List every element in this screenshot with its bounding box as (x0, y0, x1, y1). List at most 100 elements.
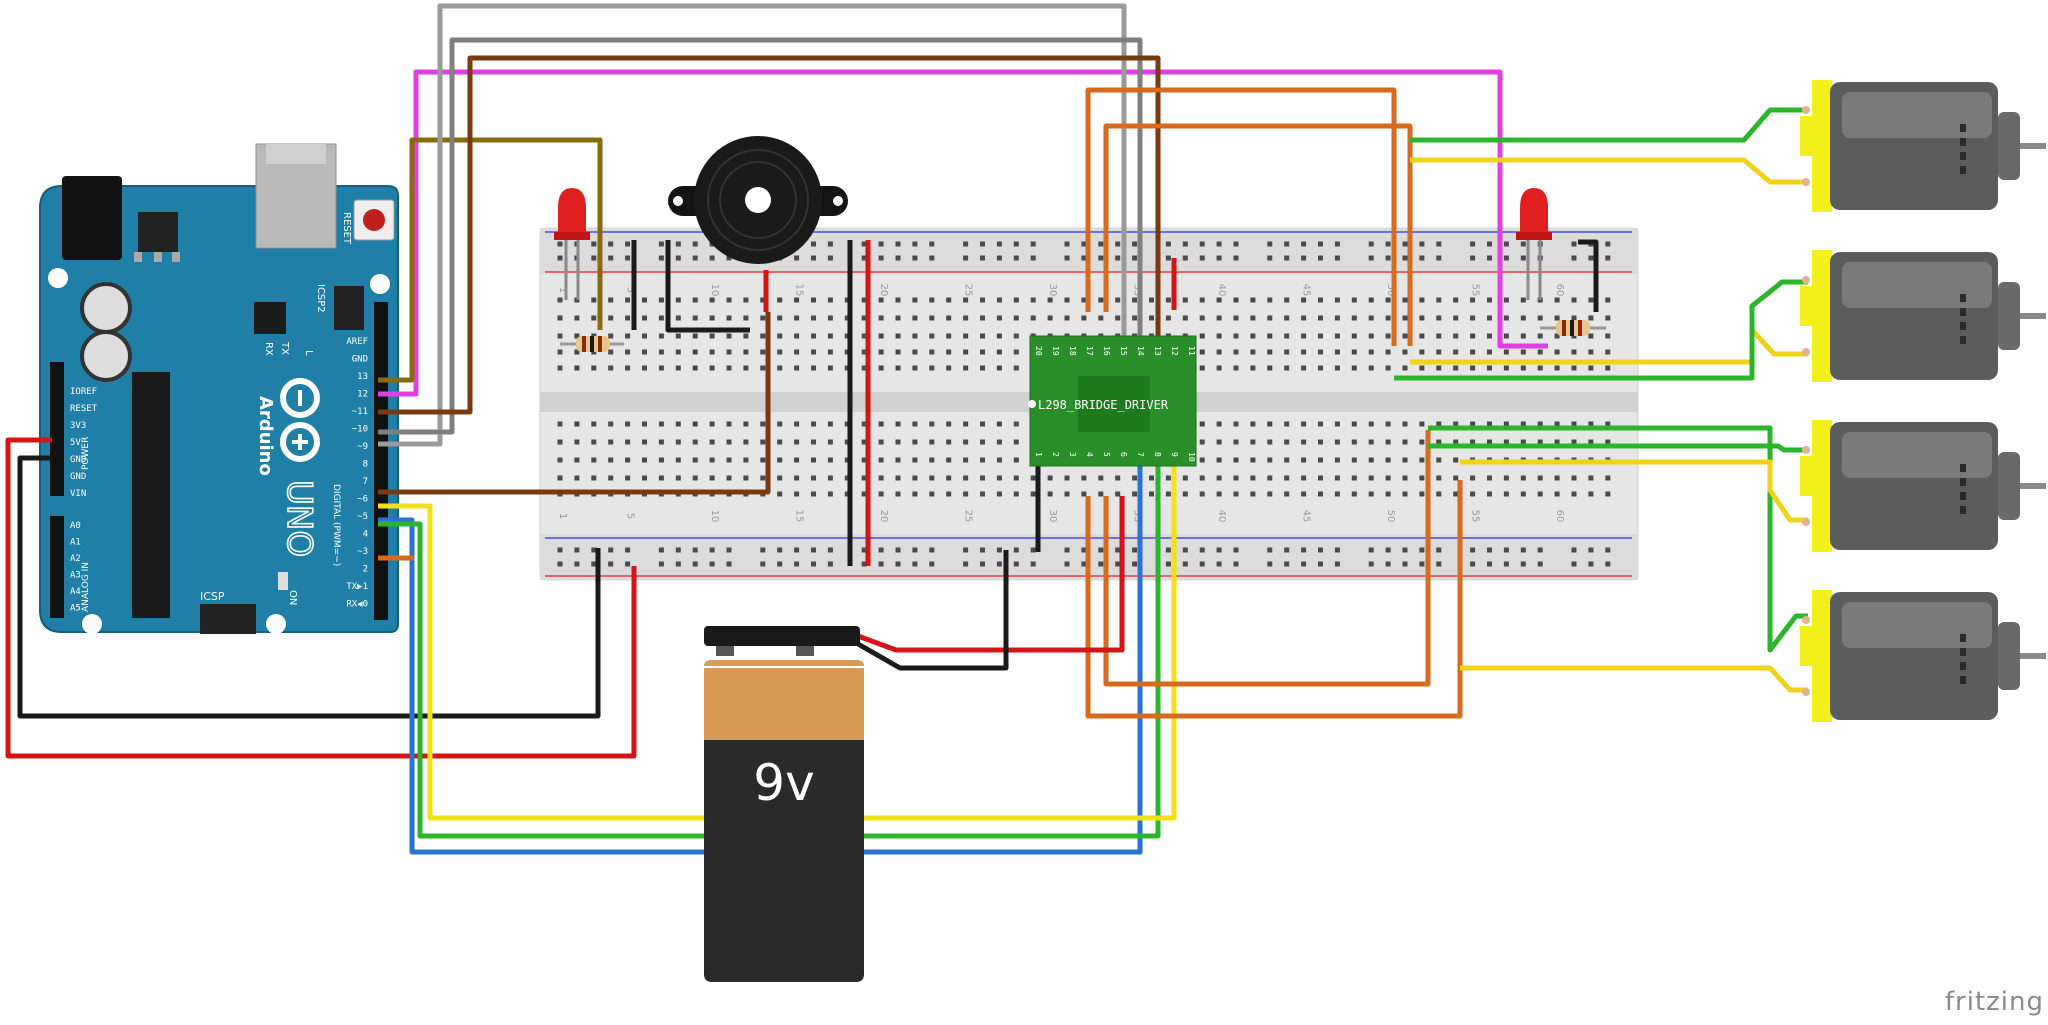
analog-header-label: ANALOG IN (81, 562, 91, 612)
power-pin-label: VIN (70, 489, 86, 499)
wire-brown-buzzer (378, 312, 771, 495)
wire-magenta-led (378, 69, 1548, 397)
digital-pin-label: ~6 (357, 495, 368, 505)
battery-label: 9v (753, 754, 814, 812)
wire-5v-red (5, 437, 637, 759)
power-pin-label: IOREF (70, 387, 97, 397)
svg-text:60: 60 (1554, 510, 1565, 523)
wire-blue (378, 464, 1143, 855)
svg-text:30: 30 (1047, 284, 1058, 297)
svg-text:50: 50 (1385, 284, 1396, 297)
digital-pin-label: RX◀0 (346, 600, 368, 610)
driver-pin-label: 19 (1051, 346, 1060, 356)
dc-motors (1800, 80, 2046, 722)
on-label: ON (287, 590, 298, 605)
jumper-black-5 (1578, 239, 1599, 312)
driver-pin-label: 16 (1102, 346, 1111, 356)
driver-pin-label: 12 (1170, 346, 1179, 356)
driver-label: L298_BRIDGE_DRIVER (1038, 398, 1169, 412)
svg-text:15: 15 (794, 284, 805, 297)
wire-brown-2 (378, 55, 1161, 415)
svg-text:45: 45 (1301, 510, 1312, 523)
svg-text:1: 1 (557, 513, 568, 519)
svg-text:40: 40 (1216, 510, 1227, 523)
dc-motor-1 (1800, 80, 2046, 212)
motor3-green-b (1428, 443, 1808, 453)
arduino-uno: RESET ICSP2 Arduino UNO TX RX L DIGITAL … (39, 143, 399, 634)
fritzing-watermark: fritzing (1944, 987, 2044, 1017)
driver-pin-label: 4 (1085, 452, 1094, 457)
driver-pin-label: 14 (1136, 346, 1145, 356)
svg-text:60: 60 (1554, 284, 1565, 297)
atmega-chip (132, 372, 170, 618)
svg-text:50: 50 (1385, 510, 1396, 523)
svg-text:30: 30 (1047, 510, 1058, 523)
svg-text:25: 25 (963, 510, 974, 523)
wire-orange-a (1085, 87, 1397, 346)
power-pin-label: GND (70, 455, 86, 465)
icsp2-label: ICSP2 (315, 284, 326, 313)
digital-pin-label: ~5 (357, 512, 368, 522)
battery-9v: 9v (704, 626, 864, 982)
jumper-black-2 (665, 240, 750, 333)
svg-text:55: 55 (1470, 284, 1481, 297)
reset-label: RESET (341, 212, 352, 245)
wire-yellow (378, 464, 1177, 821)
wires (5, 3, 1808, 855)
svg-text:5: 5 (625, 513, 636, 519)
driver-pin-label: 15 (1119, 346, 1128, 356)
wire-green (378, 464, 1161, 839)
digital-pin-label: 4 (363, 530, 368, 540)
dc-motor-4 (1800, 590, 2046, 722)
driver-pin-label: 18 (1068, 346, 1077, 356)
wire-olive-led (378, 137, 603, 383)
analog-pin-label: A3 (70, 571, 81, 581)
driver-pin-label: 3 (1068, 452, 1077, 457)
motor2-green (1394, 279, 1808, 381)
breadboard-column-numbers: 1155101015152020252530303535404045455050… (557, 284, 1565, 523)
svg-text:45: 45 (1301, 284, 1312, 297)
svg-text:10: 10 (709, 510, 720, 523)
driver-pin-label: 7 (1136, 452, 1145, 457)
digital-pin-label: 7 (363, 477, 368, 487)
power-header-label: POWER (81, 437, 91, 470)
analog-pin-label: A0 (70, 521, 81, 531)
driver-pin-label: 17 (1085, 346, 1094, 356)
driver-pin-label: 11 (1187, 346, 1196, 356)
digital-pin-label: 8 (363, 460, 368, 470)
digital-pin-label: 12 (357, 390, 368, 400)
digital-pin-label: 2 (363, 565, 368, 575)
motor1-yellow (1410, 157, 1808, 185)
driver-pin-label: 6 (1119, 452, 1128, 457)
arduino-brand: Arduino (255, 396, 276, 476)
dc-motor-2 (1800, 250, 2046, 382)
led-left (554, 188, 590, 300)
svg-text:20: 20 (878, 284, 889, 297)
motor4-yellow (1460, 665, 1808, 693)
tx-label: TX (279, 341, 290, 355)
dc-jack (62, 176, 122, 260)
led-right (1516, 188, 1552, 300)
svg-text:1: 1 (557, 287, 568, 293)
driver-pin-label: 2 (1051, 452, 1060, 457)
digital-pin-label: ~9 (357, 442, 368, 452)
arduino-model: UNO (279, 480, 319, 557)
dc-motor-3 (1800, 420, 2046, 552)
power-pin-label: 5V (70, 438, 81, 448)
svg-text:40: 40 (1216, 284, 1227, 297)
l-led-label: L (303, 350, 314, 356)
driver-pin-label: 8 (1153, 452, 1162, 457)
wire-gray-2 (378, 37, 1143, 435)
svg-text:20: 20 (878, 510, 889, 523)
driver-pin-label: 5 (1102, 452, 1111, 457)
svg-text:55: 55 (1470, 510, 1481, 523)
battery-lead-black (856, 550, 1009, 671)
digital-pin-label: ~11 (352, 407, 368, 417)
svg-text:35: 35 (1132, 510, 1143, 523)
battery-lead-red (857, 496, 1125, 653)
digital-pin-label: GND (352, 355, 368, 365)
